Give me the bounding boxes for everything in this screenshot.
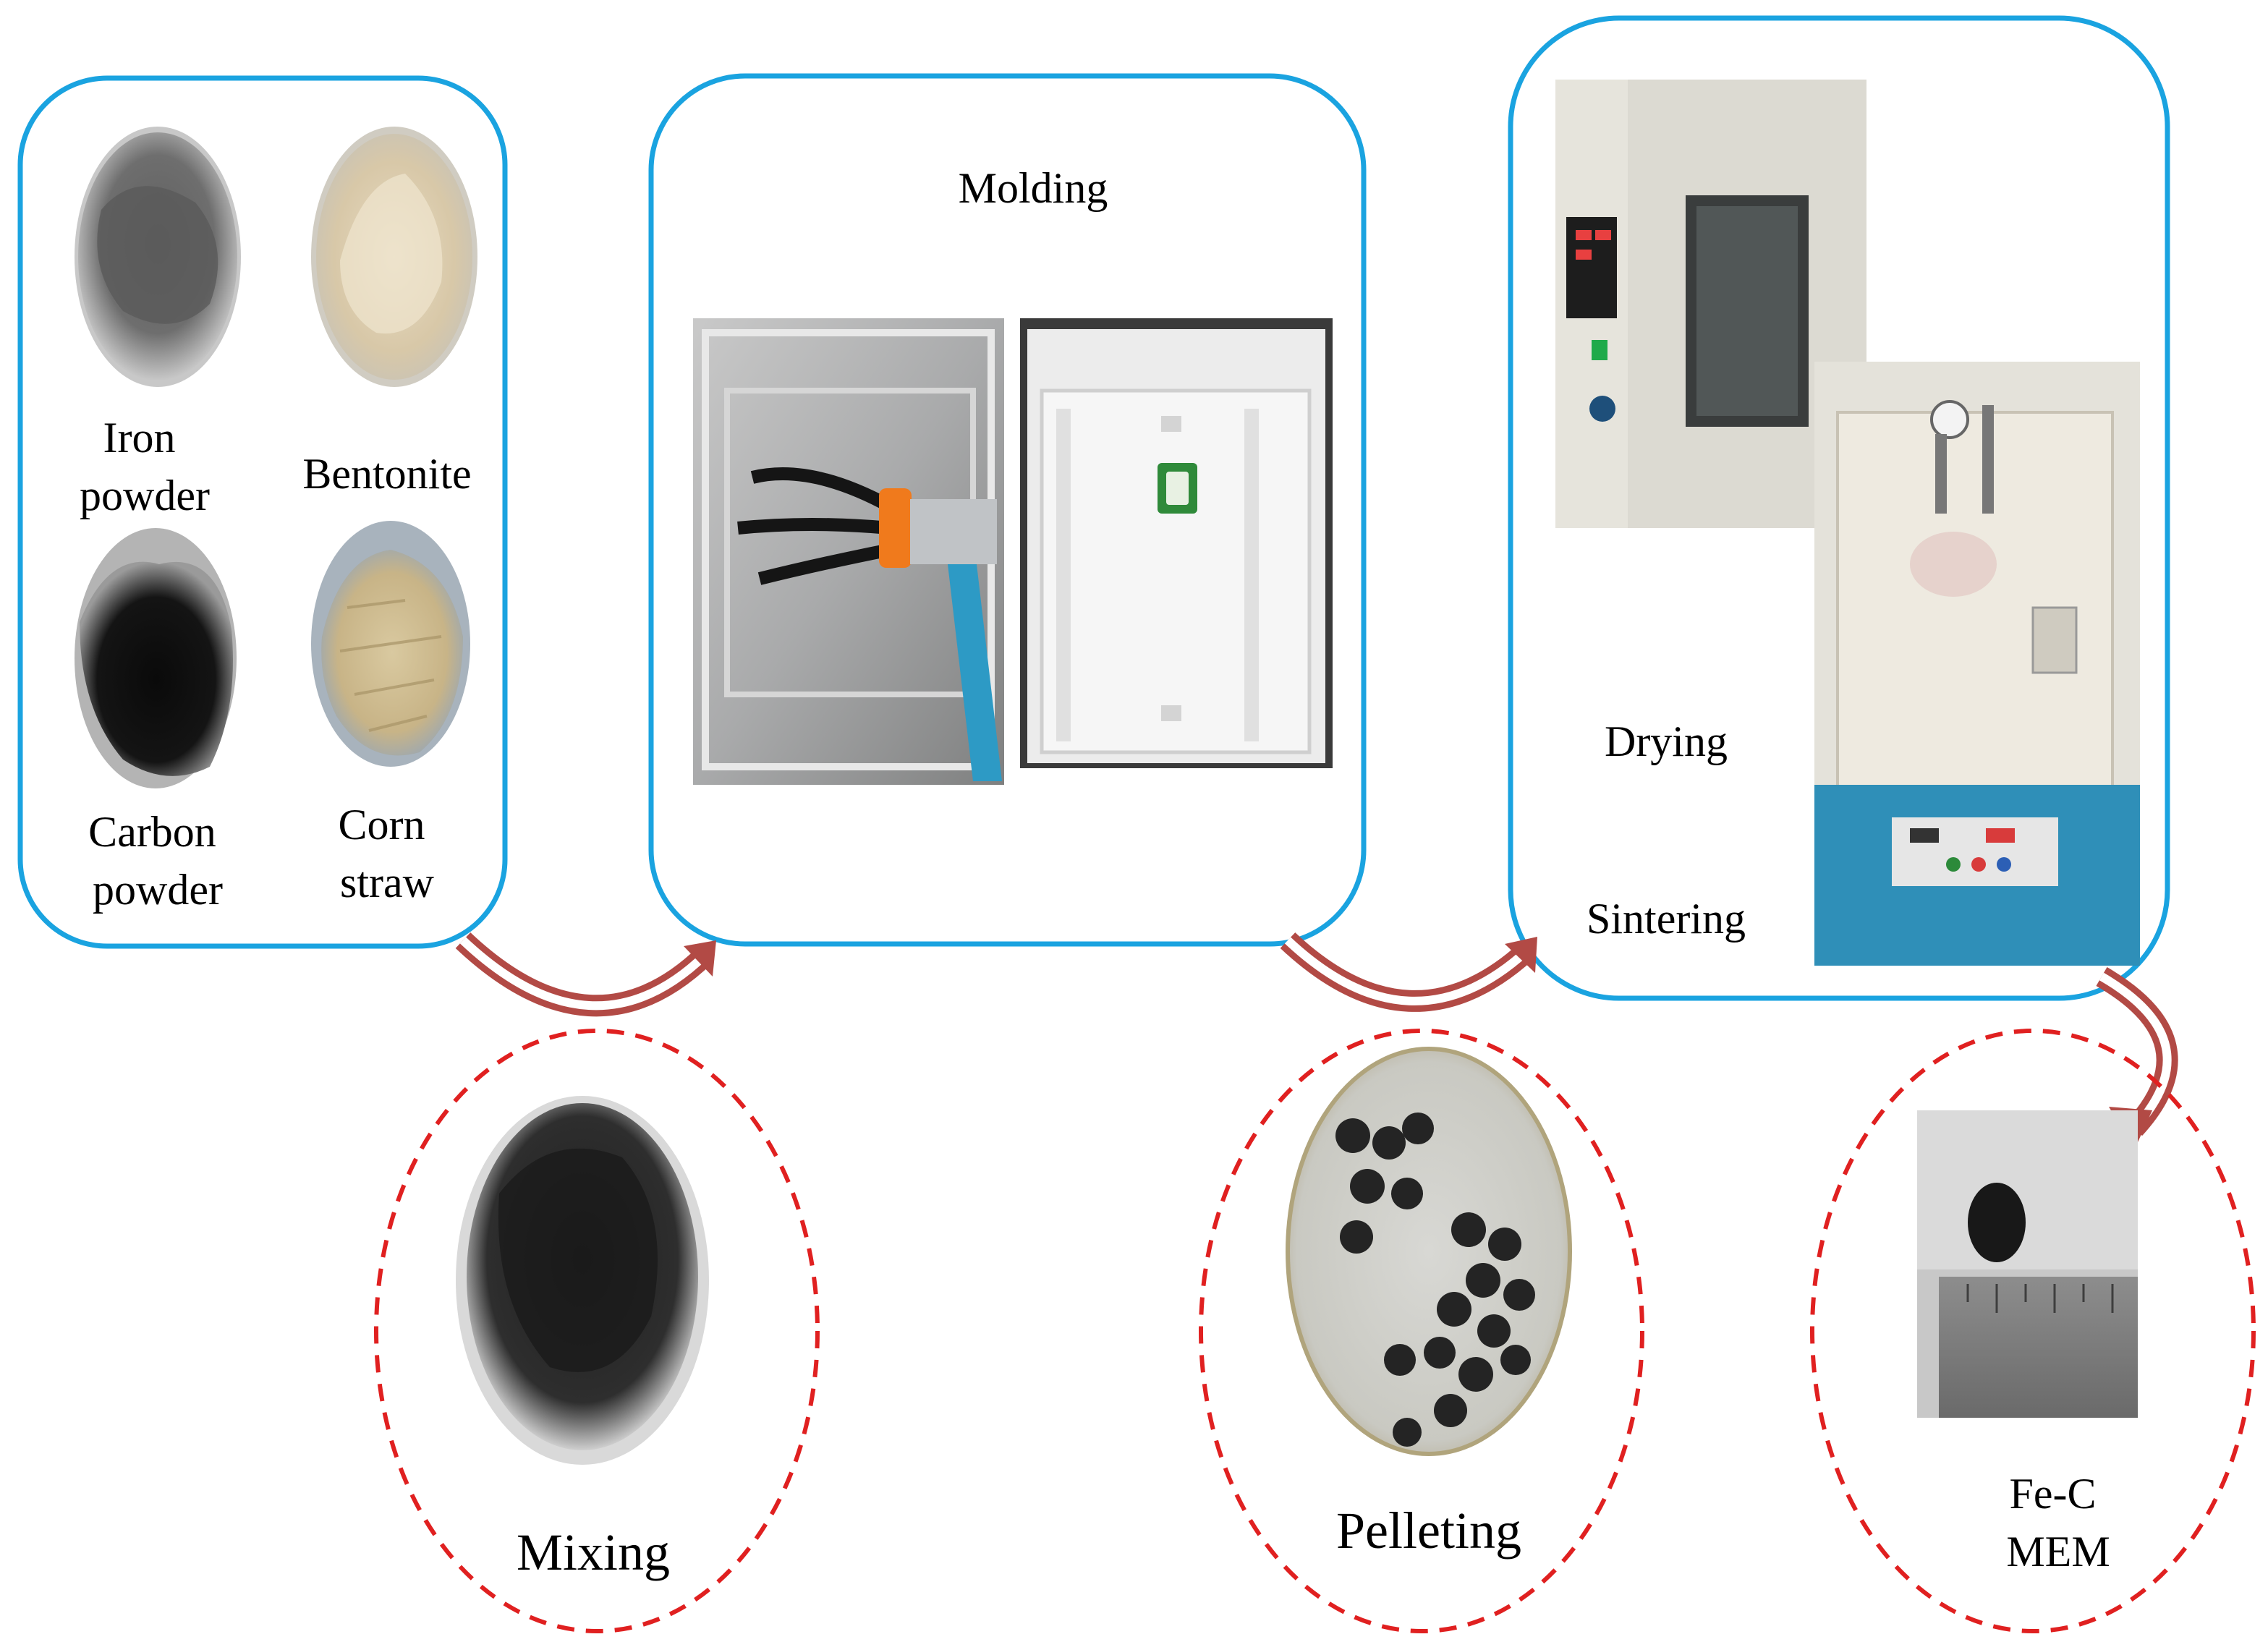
mixing-stage: Mixing [374,1029,820,1633]
iron-powder-label: Iron powder [80,414,210,519]
carbon-powder-photo [75,528,237,788]
product-dashed-circle [1810,1029,2256,1633]
product-stage: Fe-C MEM [1810,1029,2256,1633]
arrow-materials-to-molding [455,932,716,1017]
drying-label: Drying [1605,718,1728,765]
mixing-bowl-photo [456,1096,709,1465]
molding-title: Molding [959,164,1108,212]
sintering-furnace-photo [1814,362,2140,966]
pelleting-stage: Pelleting [1199,1029,1644,1633]
pelleting-dashed-circle [1199,1029,1644,1633]
molding-panel: Molding [648,73,1367,947]
bentonite-photo [311,127,477,387]
mixing-label: Mixing [517,1523,670,1581]
extruder-photo [693,318,1004,785]
drying-oven-photo [1555,80,1866,528]
fe-c-mem-label: Fe-C MEM [2006,1470,2110,1575]
iron-powder-photo [75,127,241,387]
bentonite-label: Bentonite [302,450,471,498]
drying-sintering-panel: Drying Sintering [1508,15,2170,1001]
mixing-dashed-circle [374,1029,820,1633]
raw-materials-panel: Iron powder Bentonite Carbon powder Co [17,75,508,949]
arrow-molding-to-sintering [1280,932,1537,1012]
pellets-dish-photo [1286,1047,1572,1456]
carbon-powder-label: Carbon powder [88,808,227,914]
fe-c-mem-pellet-photo [1917,1110,2138,1418]
corn-straw-photo [311,521,470,767]
corn-straw-label: Corn straw [339,801,436,906]
pelleting-label: Pelleting [1336,1502,1521,1560]
mold-tray-photo [1020,318,1333,768]
sintering-label: Sintering [1587,895,1746,943]
